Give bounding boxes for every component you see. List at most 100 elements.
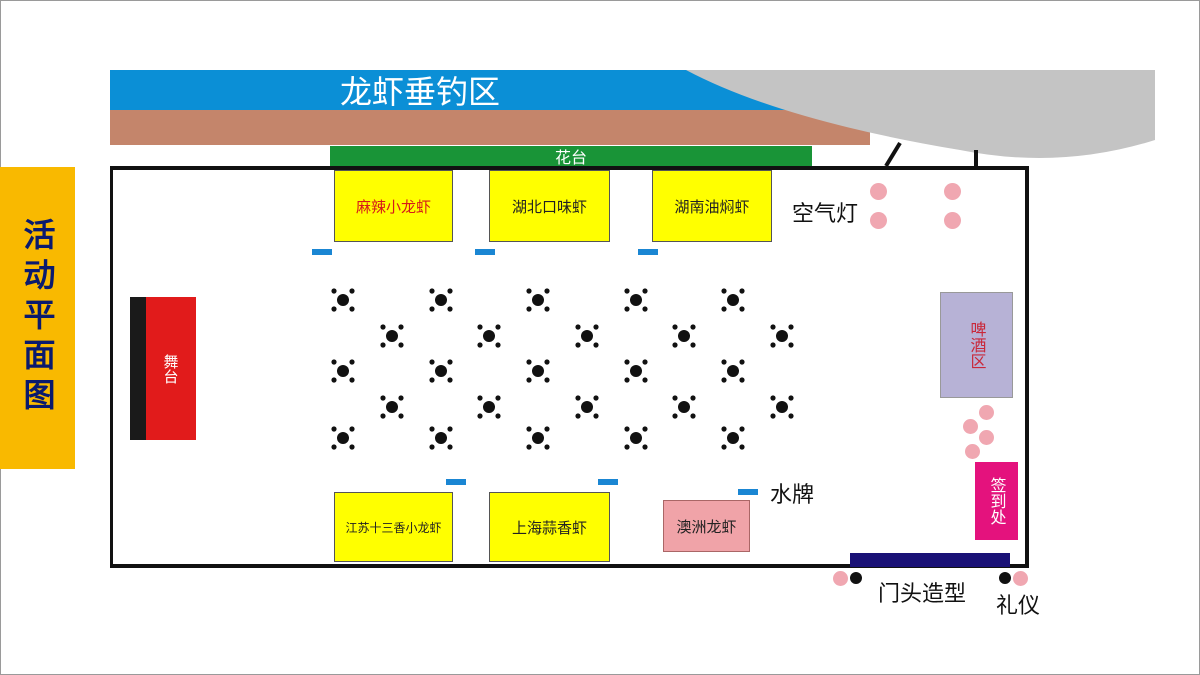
table-top: [337, 365, 349, 377]
table-top: [678, 401, 690, 413]
chair: [770, 413, 776, 419]
chair: [544, 426, 550, 432]
stage-label: 舞台: [161, 353, 180, 384]
table-top: [581, 401, 593, 413]
chair: [721, 288, 727, 294]
chair: [349, 359, 355, 365]
water-sign-bar: [312, 249, 332, 255]
chair: [477, 395, 483, 401]
chair: [331, 359, 337, 365]
water-sign-bar: [598, 479, 618, 485]
chair: [544, 306, 550, 312]
air-lamp-label: 空气灯: [792, 202, 859, 227]
chair: [398, 342, 404, 348]
booth-bottom-2: 上海蒜香虾: [489, 492, 610, 562]
flower-bed: 花台: [330, 146, 812, 167]
chair: [721, 359, 727, 365]
air-lamp-balloon: [870, 212, 887, 229]
chair: [331, 426, 337, 432]
chair: [642, 377, 648, 383]
chair: [739, 288, 745, 294]
table-top: [727, 294, 739, 306]
booth-label: 麻辣小龙虾: [355, 197, 431, 216]
table-top: [678, 330, 690, 342]
table-top: [386, 401, 398, 413]
chair: [447, 377, 453, 383]
chair: [331, 444, 337, 450]
beer-area: 啤酒区: [940, 292, 1013, 398]
round-table: [526, 359, 550, 383]
table-top: [483, 401, 495, 413]
chair: [526, 306, 532, 312]
chair: [642, 306, 648, 312]
table-top: [630, 432, 642, 444]
table-top: [483, 330, 495, 342]
gate-label: 门头造型: [878, 582, 967, 607]
round-table: [624, 359, 648, 383]
chair: [739, 377, 745, 383]
chair: [429, 426, 435, 432]
booth-label: 江苏十三香小龙虾: [345, 520, 442, 535]
etiquette-person-dot: [850, 572, 862, 584]
chair: [349, 444, 355, 450]
booth-bottom-3: 澳洲龙虾: [663, 500, 750, 552]
round-table: [526, 426, 550, 450]
round-table: [575, 324, 599, 348]
round-table: [380, 395, 404, 419]
fishing-area: 龙虾垂钓区: [110, 70, 810, 111]
chair: [690, 413, 696, 419]
chair: [770, 395, 776, 401]
chair: [429, 444, 435, 450]
table-top: [435, 294, 447, 306]
table-top: [337, 294, 349, 306]
chair: [788, 395, 794, 401]
chair: [544, 359, 550, 365]
table-top: [727, 365, 739, 377]
fishing-area-label: 龙虾垂钓区: [339, 73, 500, 111]
chair: [593, 395, 599, 401]
chair: [447, 444, 453, 450]
side-title: 活动平面图: [0, 167, 75, 469]
table-top: [532, 365, 544, 377]
chair: [672, 342, 678, 348]
chair: [739, 444, 745, 450]
chair: [398, 324, 404, 330]
chair: [429, 306, 435, 312]
balloon: [1013, 571, 1028, 586]
table-top: [532, 294, 544, 306]
chair: [575, 324, 581, 330]
balloon: [979, 405, 994, 420]
sign-in-label: 签到处: [987, 477, 1007, 525]
water-sign-label: 水牌: [770, 483, 815, 508]
chair: [495, 342, 501, 348]
chair: [380, 413, 386, 419]
round-table: [331, 426, 355, 450]
chair: [477, 324, 483, 330]
table-top: [630, 294, 642, 306]
table-top: [776, 330, 788, 342]
chair: [331, 306, 337, 312]
chair: [447, 306, 453, 312]
chair: [429, 288, 435, 294]
chair: [690, 324, 696, 330]
chair: [349, 306, 355, 312]
air-lamp-balloon: [944, 183, 961, 200]
chair: [788, 413, 794, 419]
round-table: [624, 426, 648, 450]
round-table: [380, 324, 404, 348]
chair: [429, 359, 435, 365]
round-table: [624, 288, 648, 312]
chair: [642, 288, 648, 294]
round-table: [331, 359, 355, 383]
chair: [349, 426, 355, 432]
chair: [721, 377, 727, 383]
table-top: [776, 401, 788, 413]
chair: [770, 342, 776, 348]
chair: [624, 306, 630, 312]
chair: [331, 377, 337, 383]
water-sign-bar: [638, 249, 658, 255]
chair: [544, 377, 550, 383]
balloon: [963, 419, 978, 434]
chair: [739, 426, 745, 432]
